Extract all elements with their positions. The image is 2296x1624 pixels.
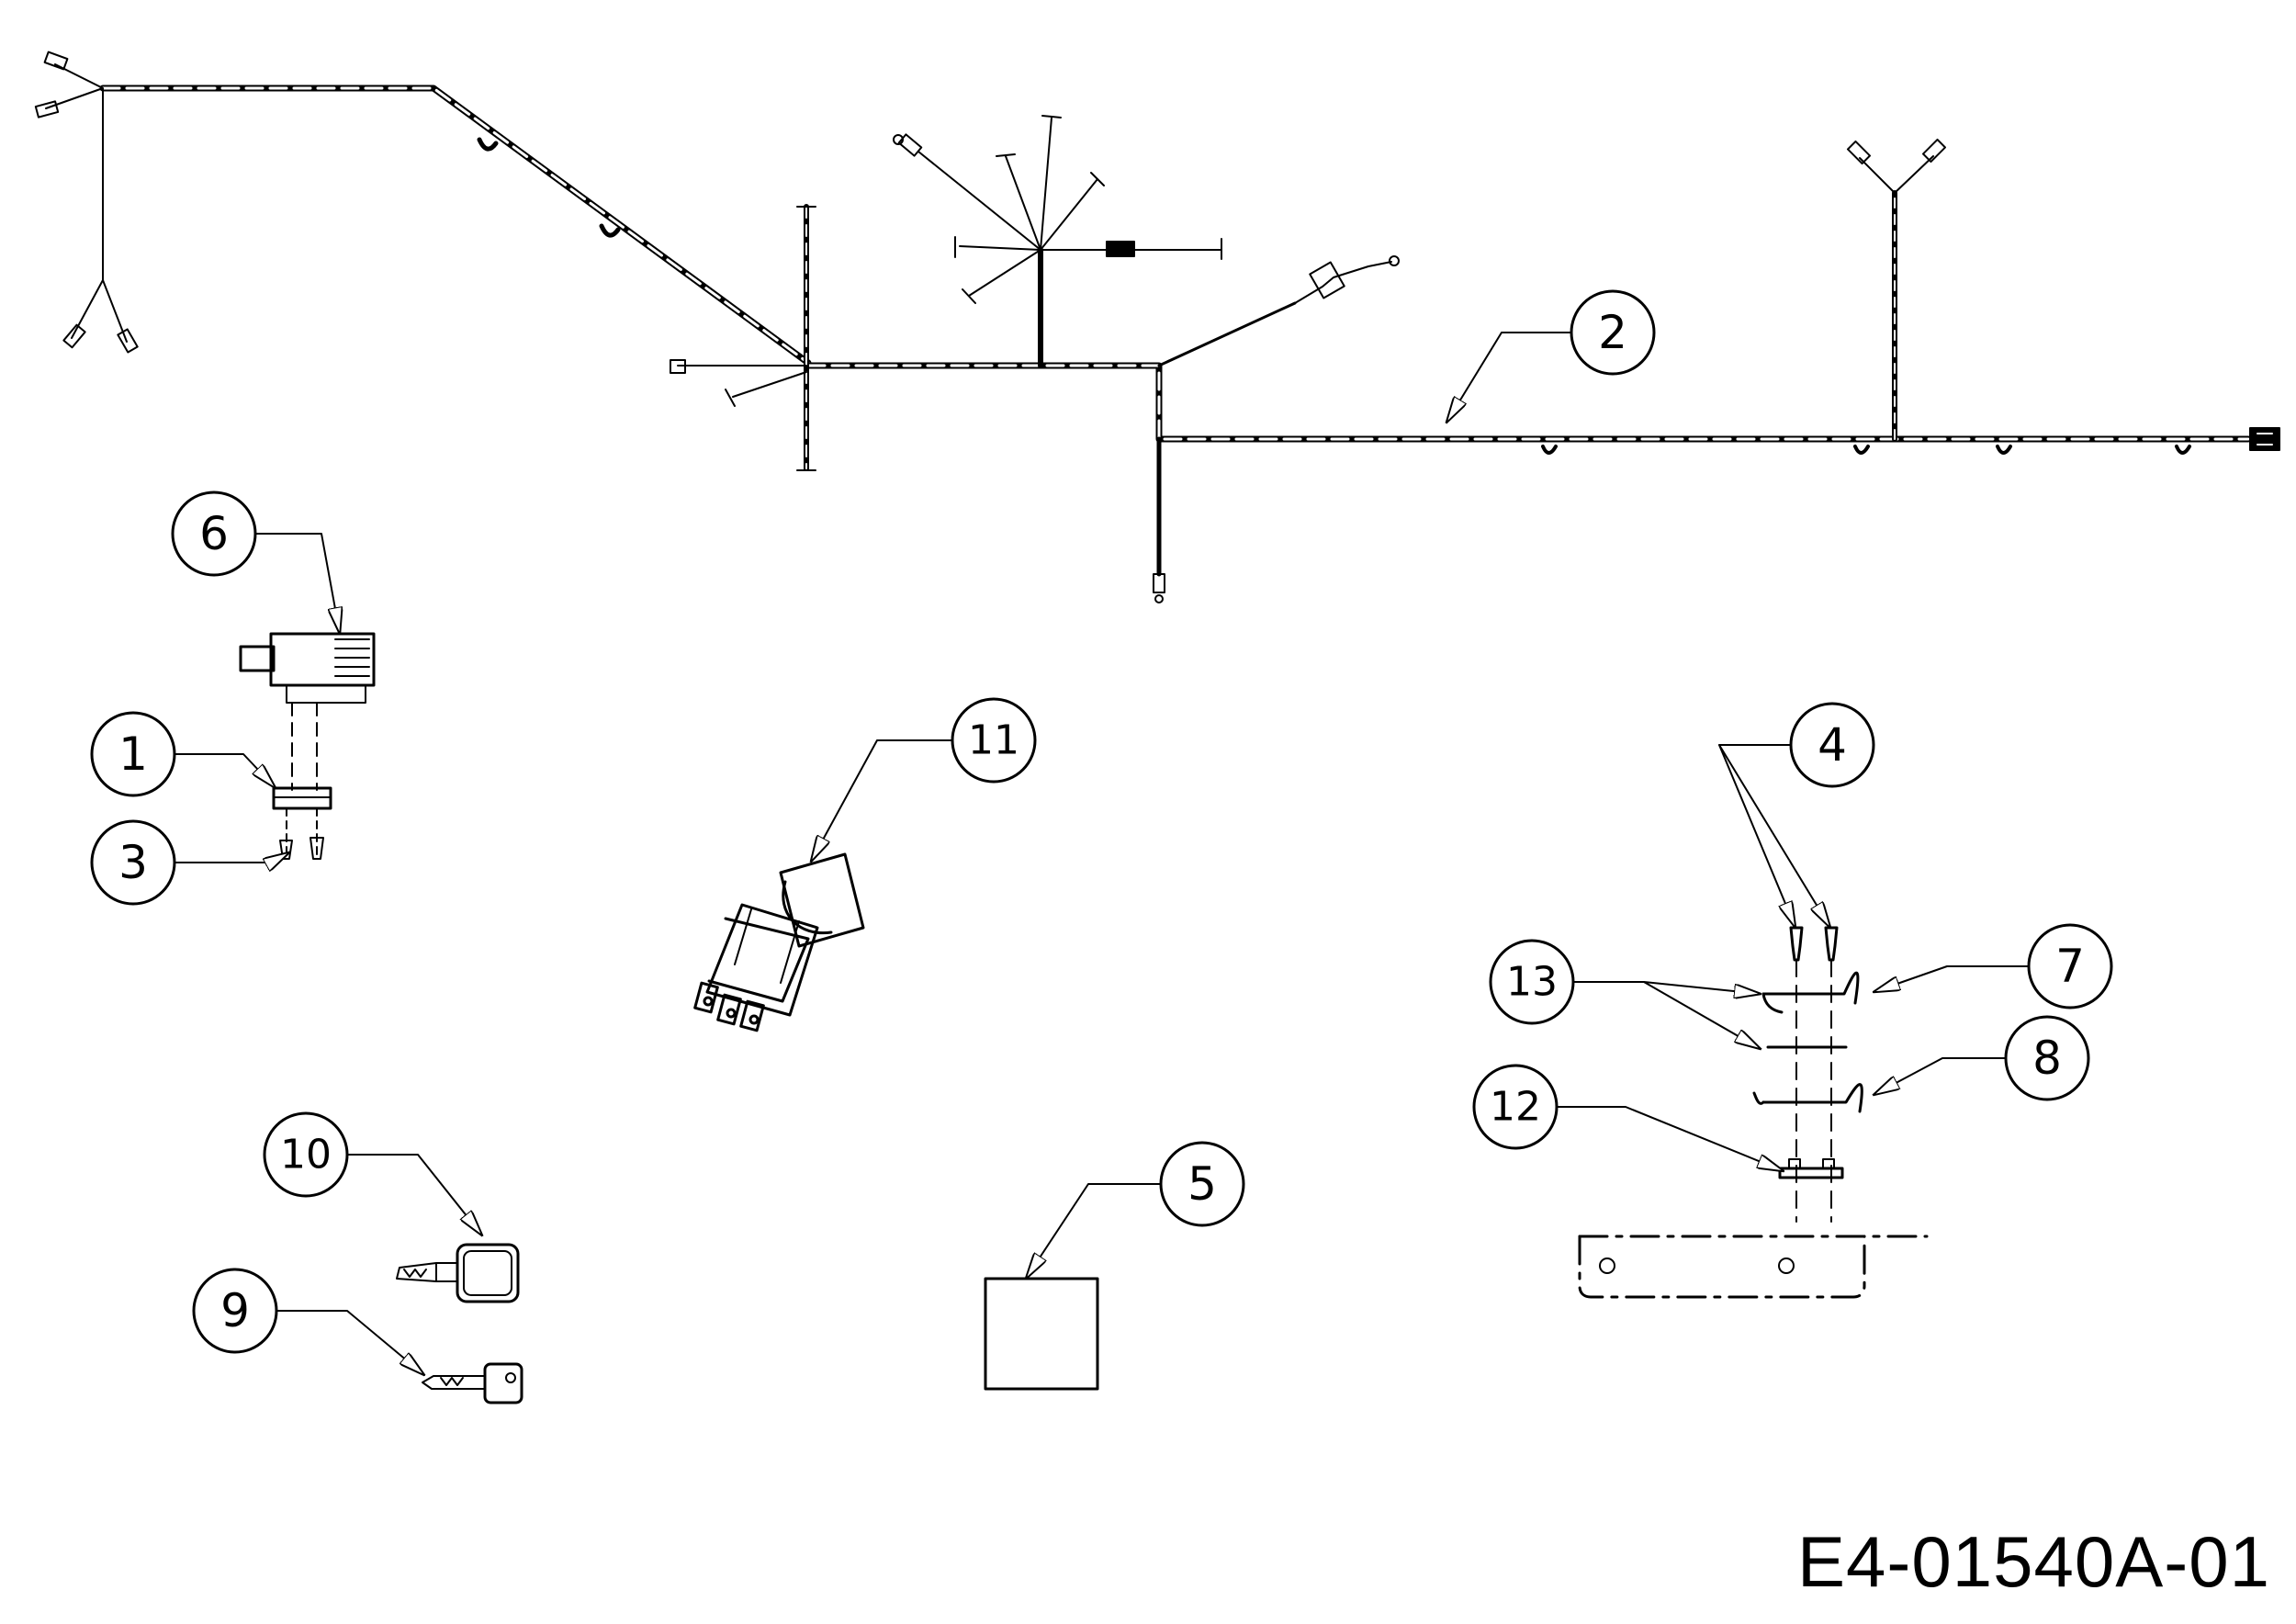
callout-circle-11 (951, 697, 1037, 784)
callout-label-10: 10 (280, 1132, 332, 1179)
callout-circle-6 (171, 491, 257, 577)
seat-switch (239, 632, 376, 791)
callout-circle-5 (1159, 1141, 1245, 1227)
callout-label-12: 12 (1490, 1084, 1541, 1131)
callout-label-3: 3 (118, 836, 148, 889)
callout-label-8: 8 (2032, 1032, 2062, 1085)
callout-circle-2 (1570, 289, 1656, 376)
callout-label-9: 9 (220, 1284, 250, 1337)
callout-circle-13 (1489, 939, 1575, 1025)
callout-label-11: 11 (968, 717, 1019, 764)
callout-label-13: 13 (1506, 959, 1558, 1006)
callout-circle-4 (1789, 702, 1875, 788)
callout-circle-7 (2027, 923, 2113, 1009)
terminal-connector (893, 133, 923, 157)
pto-switch (693, 852, 865, 1032)
callout-circle-1 (90, 711, 176, 797)
callout-circle-9 (192, 1268, 278, 1354)
callout-circles (90, 289, 2113, 1354)
callout-circle-3 (90, 819, 176, 906)
decal (984, 1277, 1099, 1391)
callout-circle-12 (1472, 1064, 1559, 1150)
leader-lines (157, 332, 2031, 1375)
callout-label-6: 6 (199, 507, 229, 560)
callout-label-5: 5 (1187, 1157, 1217, 1211)
wiring-harness (34, 51, 2280, 603)
callout-circle-8 (2004, 1015, 2090, 1101)
callout-label-4: 4 (1818, 718, 1847, 772)
callout-label-7: 7 (2055, 940, 2085, 993)
callout-label-1: 1 (118, 727, 148, 781)
spare-key (422, 1362, 523, 1404)
drawing-number: E4-01540A-01 (1796, 1521, 2270, 1602)
callout-label-2: 2 (1598, 306, 1627, 359)
terminal-connector (34, 51, 139, 354)
callout-circle-10 (263, 1111, 349, 1198)
mounting-bracket (1578, 926, 1929, 1299)
ignition-key (396, 1243, 520, 1303)
switch-retainer (272, 786, 332, 860)
